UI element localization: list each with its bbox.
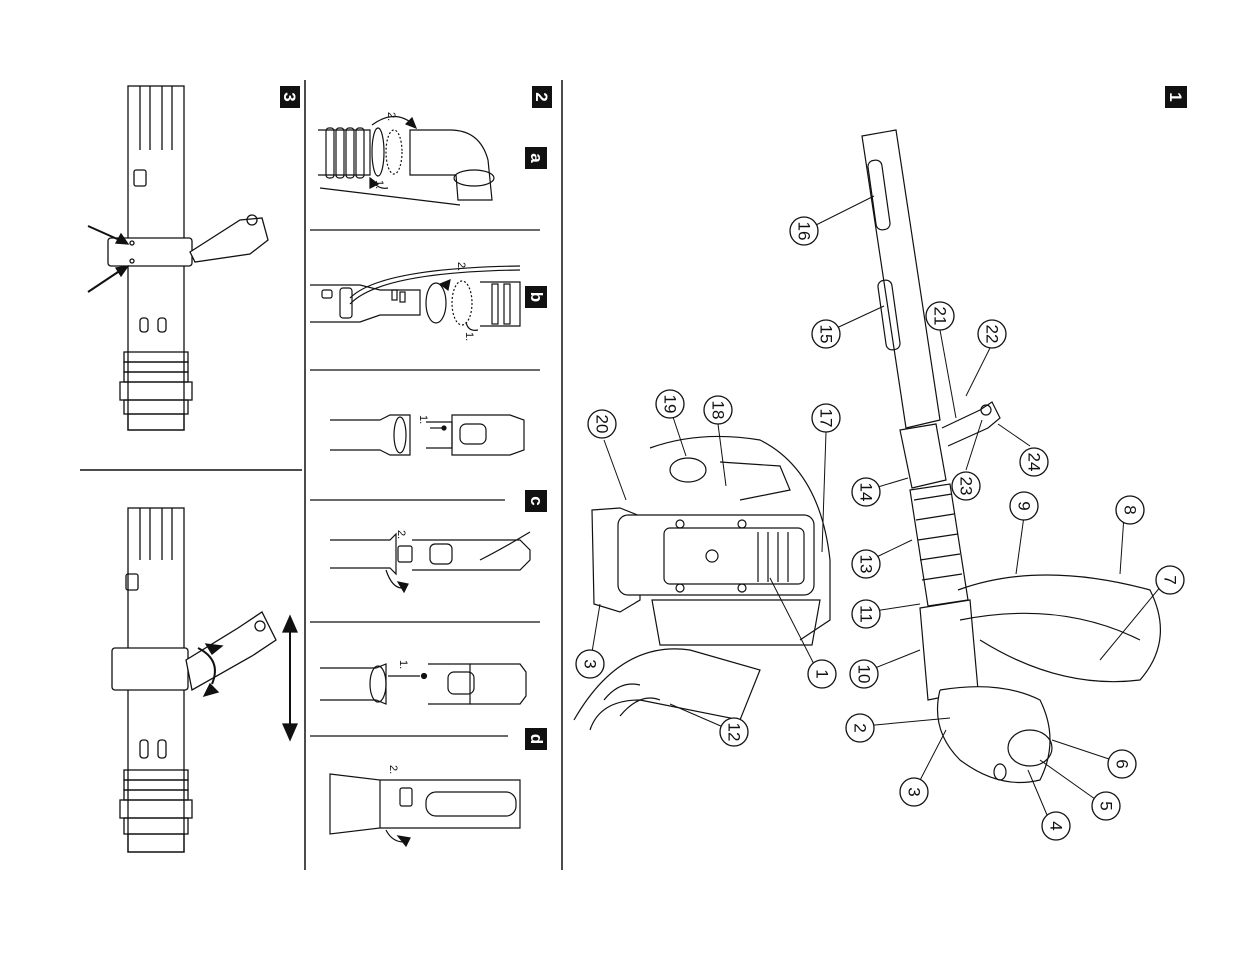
section-c-step-1: 1. — [417, 415, 429, 424]
svg-text:19: 19 — [661, 395, 680, 414]
svg-text:a: a — [527, 153, 546, 163]
callout-6: 6 — [1108, 750, 1136, 778]
svg-text:3: 3 — [905, 787, 924, 796]
section-a-step-1: 1. — [373, 180, 385, 189]
callout-19: 19 — [656, 390, 684, 418]
svg-text:18: 18 — [709, 401, 728, 420]
panel-3-top-illustration — [88, 86, 268, 430]
callout-9: 9 — [1010, 492, 1038, 520]
svg-text:10: 10 — [855, 665, 874, 684]
callout-4: 4 — [1042, 812, 1070, 840]
svg-text:21: 21 — [931, 307, 950, 326]
section-d-illustration — [330, 774, 520, 846]
callout-23: 23 — [952, 472, 980, 500]
svg-text:23: 23 — [957, 477, 976, 496]
svg-text:3: 3 — [280, 92, 299, 101]
callout-21: 21 — [926, 302, 954, 330]
section-c-illustration-3 — [320, 664, 526, 704]
svg-text:16: 16 — [795, 222, 814, 241]
callout-3-engine: 3 — [900, 778, 928, 806]
callout-11: 11 — [852, 600, 880, 628]
svg-text:b: b — [527, 292, 546, 302]
section-b-illustration — [310, 266, 520, 330]
badge-panel-3: 3 — [280, 86, 300, 108]
svg-text:15: 15 — [817, 325, 836, 344]
svg-text:14: 14 — [857, 483, 876, 502]
svg-text:3: 3 — [581, 659, 600, 668]
section-b-step-2: 2. — [455, 262, 467, 271]
svg-text:5: 5 — [1097, 801, 1116, 810]
section-c-step-2: 2. — [395, 530, 407, 539]
svg-text:d: d — [527, 734, 546, 744]
svg-text:12: 12 — [725, 723, 744, 742]
section-b-step-1: 1. — [463, 332, 475, 341]
callout-15: 15 — [812, 320, 840, 348]
section-c2-step-1: 1. — [397, 660, 409, 669]
svg-text:2: 2 — [532, 92, 551, 101]
svg-text:8: 8 — [1121, 505, 1140, 514]
svg-text:17: 17 — [817, 409, 836, 428]
panel-3-bottom-illustration — [112, 508, 297, 852]
svg-text:4: 4 — [1047, 821, 1066, 830]
callout-12: 12 — [720, 718, 748, 746]
svg-text:13: 13 — [857, 555, 876, 574]
section-d-step-2: 2. — [387, 765, 399, 774]
svg-text:22: 22 — [983, 325, 1002, 344]
callout-14: 14 — [852, 478, 880, 506]
svg-text:1: 1 — [1166, 92, 1185, 101]
svg-text:9: 9 — [1015, 501, 1034, 510]
section-label-d: d — [525, 728, 547, 750]
svg-text:1: 1 — [813, 669, 832, 678]
section-label-c: c — [525, 490, 547, 512]
section-label-a: a — [525, 147, 547, 169]
svg-text:11: 11 — [857, 605, 876, 623]
svg-text:2: 2 — [851, 723, 870, 732]
callout-1: 1 — [808, 660, 836, 688]
section-a-illustration — [318, 117, 494, 206]
callout-22: 22 — [978, 320, 1006, 348]
callout-17: 17 — [812, 404, 840, 432]
section-a-step-2: 2. — [385, 112, 397, 121]
svg-text:20: 20 — [593, 415, 612, 434]
callout-10: 10 — [850, 660, 878, 688]
badge-panel-1: 1 — [1165, 86, 1187, 108]
section-c-illustration-2 — [330, 532, 530, 592]
callout-3-rear: 3 — [576, 650, 604, 678]
svg-text:24: 24 — [1025, 453, 1044, 472]
callout-2: 2 — [846, 714, 874, 742]
callout-18: 18 — [704, 396, 732, 424]
callout-5: 5 — [1092, 792, 1120, 820]
section-label-b: b — [525, 286, 547, 308]
callout-7: 7 — [1156, 566, 1184, 594]
callout-24: 24 — [1020, 448, 1048, 476]
callout-8: 8 — [1116, 496, 1144, 524]
svg-text:6: 6 — [1113, 759, 1132, 768]
svg-text:7: 7 — [1161, 575, 1180, 584]
badge-panel-2: 2 — [532, 86, 552, 108]
callout-20: 20 — [588, 410, 616, 438]
svg-text:c: c — [527, 496, 546, 505]
callout-13: 13 — [852, 550, 880, 578]
callout-16: 16 — [790, 217, 818, 245]
